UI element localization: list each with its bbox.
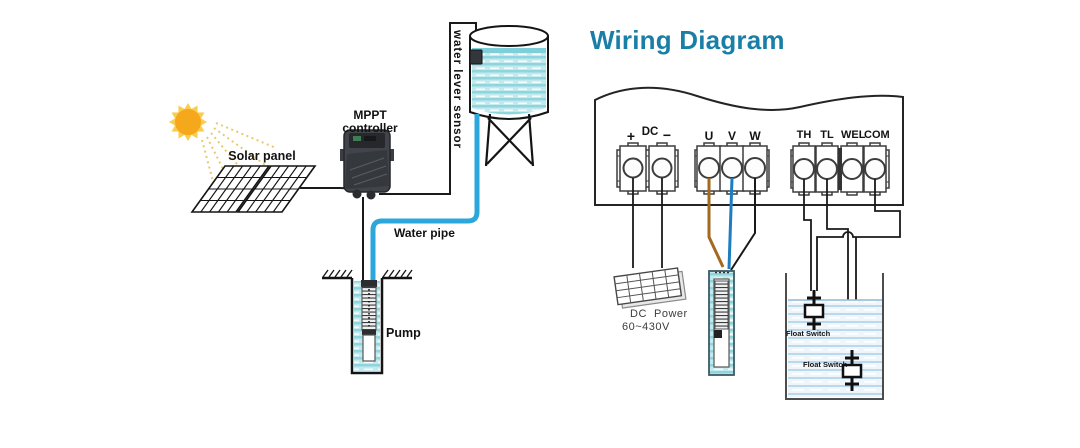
wire-th bbox=[803, 179, 812, 291]
pump-icon bbox=[361, 280, 377, 362]
wire-w-black bbox=[730, 178, 756, 271]
terminal-label-plus: + bbox=[626, 128, 636, 144]
dc-voltage-label: 60~430V bbox=[622, 321, 670, 333]
solar-panel-icon bbox=[190, 165, 317, 213]
water-level-sensor-icon bbox=[469, 49, 483, 65]
terminal-label-u: U bbox=[704, 129, 714, 143]
dc-power-panel-icon bbox=[613, 267, 687, 309]
pump-label: Pump bbox=[386, 326, 421, 340]
terminal-label-minus: − bbox=[662, 127, 672, 143]
float-switch-upper-label: Float Switch bbox=[786, 329, 831, 338]
terminal-block-control bbox=[790, 142, 890, 196]
wire-com bbox=[816, 179, 901, 291]
mppt-controller-label: MPPT controller bbox=[342, 108, 398, 135]
float-switch-tank-icon bbox=[785, 273, 884, 400]
terminal-label-com: COM bbox=[864, 129, 890, 141]
wiring-diagram-title: Wiring Diagram bbox=[590, 25, 785, 55]
float-switch-lower-label: Float Switch bbox=[803, 360, 848, 369]
solar-panel-label: Solar panel bbox=[228, 149, 296, 163]
terminal-label-th: TH bbox=[796, 129, 812, 141]
terminal-label-wel: WEL bbox=[841, 129, 866, 141]
tank-stand-icon bbox=[484, 113, 535, 167]
wire-tl bbox=[826, 179, 849, 351]
float-switch-lower-icon bbox=[841, 350, 863, 391]
wire-u-brown bbox=[707, 178, 725, 268]
block-divider bbox=[838, 148, 842, 190]
terminal-label-tl: TL bbox=[820, 129, 834, 141]
water-pipe-label: Water pipe bbox=[394, 226, 455, 240]
terminal-label-dc: DC bbox=[641, 126, 659, 138]
water-level-sensor-label: water lever sensor bbox=[451, 30, 464, 150]
dc-power-label: DC Power bbox=[630, 308, 688, 320]
float-switch-upper-icon bbox=[803, 290, 825, 330]
ground-hatch bbox=[322, 269, 413, 278]
water-tank-icon bbox=[469, 25, 549, 120]
terminal-label-v: V bbox=[727, 129, 736, 143]
terminal-block-dc bbox=[616, 142, 679, 195]
wire-v-blue bbox=[727, 177, 734, 270]
water-pipe bbox=[370, 114, 480, 283]
sun-icon bbox=[169, 103, 277, 205]
terminal-label-w: W bbox=[749, 129, 761, 143]
mppt-controller-icon bbox=[340, 129, 394, 200]
wire-dc-input bbox=[632, 178, 663, 268]
submersible-pump-icon bbox=[708, 270, 735, 376]
